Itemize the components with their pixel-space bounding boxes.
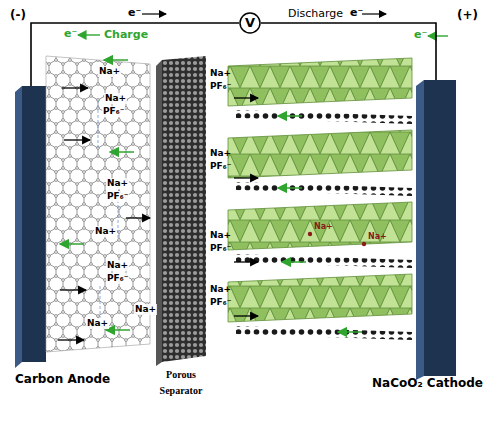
discharge-arrow [234,97,258,98]
separator-face [162,56,206,362]
sodium-ion-dot [308,232,312,236]
ion-label: PF₆⁻ [210,243,231,254]
electron-symbol: e⁻ [64,27,77,40]
circuit-wire [261,23,436,80]
ion-label: Na+ [210,284,231,295]
ion-label: PF₆⁻ [102,106,125,117]
ion-label: Na+ [210,230,231,241]
octahedra-layer [228,202,412,250]
ion-label: PF₆⁻ [210,81,231,92]
charge-arrow [278,115,302,117]
electron-symbol: e⁻ [350,6,363,19]
sodium-atom-row [236,254,412,268]
plate-face [22,86,46,362]
charge-arrow [60,243,84,245]
discharge-arrow [142,13,166,14]
ion-label: Na+ [104,93,127,104]
charge-arrow [282,261,306,263]
sodium-atom-row [236,182,412,196]
anode-plate [15,86,46,368]
nacoo2-cathode: NaCoO₂ Cathode [416,80,456,376]
sodium-ion-dot [362,242,366,246]
voltmeter-circle: V [239,12,261,34]
ion-label: Na+ [94,226,117,237]
circuit-wire [31,23,239,86]
ion-label: Na+ [210,68,231,79]
charge-arrow [106,329,130,331]
charge-arrow [338,331,362,333]
charge-arrow [78,34,100,35]
carbon-anode: Carbon Anode [15,86,47,364]
flow-label: Charge [104,28,148,41]
discharge-arrow [126,217,150,218]
charge-arrow [428,35,448,36]
discharge-arrow [234,261,258,262]
node-label: Carbon Anode [15,372,110,386]
ion-label: Na+ [86,318,109,329]
ion-label: Na+ [134,304,157,315]
discharge-arrow [62,87,88,88]
charge-arrow [110,151,134,153]
dashed-guide [100,286,101,318]
node-label: V [239,12,261,34]
circle-outline [240,13,260,33]
cathode-plate [416,80,456,380]
dashed-guide [98,100,99,150]
ion-label: Na+ [368,232,387,242]
discharge-arrow [234,177,258,178]
flow-label: Discharge [288,7,343,20]
electron-symbol: e⁻ [128,6,141,19]
plate-face [424,80,456,376]
ion-label: Na+ [106,260,129,271]
node-label: NaCoO₂ Cathode [372,376,483,390]
discharge-arrow [64,139,90,140]
ion-label: Na+ [210,148,231,159]
discharge-arrow [60,289,86,290]
ion-arrows [58,60,362,340]
octahedra-layer [228,274,412,322]
discharge-arrow [362,13,386,14]
porous-separator: Porous Separator [156,58,206,362]
plate-side [416,80,424,380]
cathode-layers [228,58,412,340]
octahedra-layer [228,58,412,106]
ion-label: Na+ [314,222,333,232]
plate-side [15,86,22,368]
ion-label: PF₆⁻ [210,297,231,308]
sodium-atom-row [236,110,412,124]
electron-symbol: e⁻ [414,28,427,41]
charge-arrow [104,59,128,61]
separator-side [156,60,162,366]
ion-label: PF₆⁻ [210,161,231,172]
terminal-sign: (+) [457,8,478,22]
discharge-arrow [234,315,258,316]
sodium-atom-row [236,326,412,340]
octahedra-layer [228,130,412,178]
porous-separator [156,56,206,366]
charge-arrow [278,187,302,189]
ion-label: PF₆⁻ [106,273,129,284]
dashed-guide [118,200,119,240]
node-label: Porous Separator [151,367,211,399]
discharge-arrow [58,339,84,340]
ion-label: PF₆⁻ [106,191,129,202]
terminal-sign: (-) [10,8,26,22]
ion-label: Na+ [106,178,129,189]
ion-label: Na+ [98,66,121,77]
